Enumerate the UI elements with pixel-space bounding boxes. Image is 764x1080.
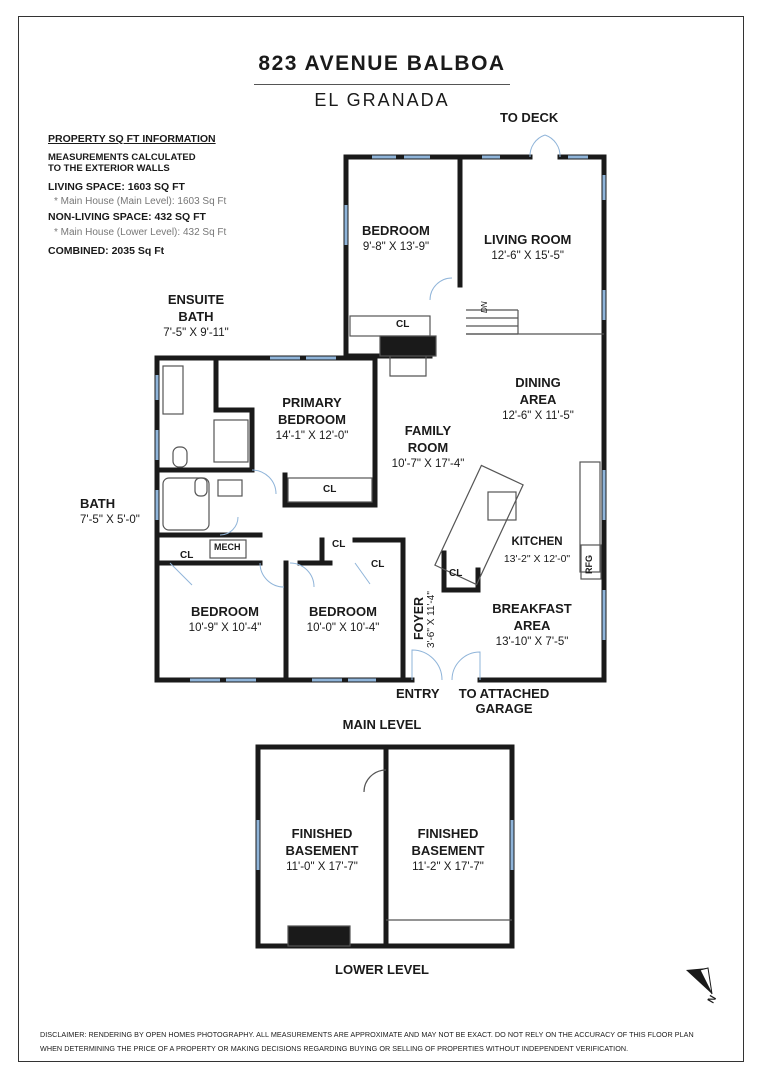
closet-label-mid: CL: [332, 539, 346, 550]
disclaimer-line1: DISCLAIMER: RENDERING BY OPEN HOMES PHOT…: [40, 1030, 694, 1039]
kitchen-island: [434, 464, 524, 586]
door-bed-top: [429, 277, 453, 301]
info-nonliving-space: NON-LIVING SPACE: 432 SQ FT: [48, 211, 206, 223]
page-border: [18, 16, 744, 1062]
door-bed-left: [259, 562, 285, 588]
to-deck-label: TO DECK: [500, 110, 559, 125]
door-cl-mid: [354, 562, 371, 585]
door-entry: [411, 649, 443, 681]
closet-top: [349, 315, 431, 337]
main-level-label: MAIN LEVEL: [342, 717, 422, 732]
door-deck-left: [529, 134, 546, 158]
property-address: 823 AVENUE BALBOA: [258, 52, 506, 75]
shower: [213, 419, 249, 463]
compass-arrow: [686, 967, 713, 995]
closet-label-left: CL: [180, 550, 194, 561]
closet-label-mid2: CL: [371, 559, 385, 570]
wall-primary-closet: [282, 472, 378, 508]
room-foyer-dims: 3'-6" X 11'-4": [426, 591, 437, 648]
door-deck-right: [544, 134, 561, 158]
door-bed-mid: [289, 562, 315, 588]
sink-bath: [217, 479, 243, 497]
door-primary: [251, 469, 277, 495]
vanity-ensuite: [162, 365, 184, 415]
wall-closet-mid2: [352, 537, 406, 683]
info-measure-line1: MEASUREMENTS CALCULATED: [48, 152, 196, 163]
stairs-down-label: DN: [480, 301, 489, 313]
bathtub: [162, 477, 210, 531]
info-measure-line2: TO THE EXTERIOR WALLS: [48, 163, 170, 174]
cooktop: [487, 491, 517, 521]
to-garage-label: TO ATTACHED GARAGE: [458, 686, 550, 716]
toilet-ensuite: [172, 446, 188, 468]
kitchen-counter: [579, 461, 601, 573]
wall-closet-kitchen: [441, 550, 481, 593]
info-combined: COMBINED: 2035 Sq Ft: [48, 245, 165, 257]
disclaimer: DISCLAIMER: RENDERING BY OPEN HOMES PHOT…: [40, 1028, 730, 1056]
entry-label: ENTRY: [396, 686, 440, 701]
info-nonliving-detail: * Main House (Lower Level): 432 Sq Ft: [54, 227, 227, 238]
stairs: [466, 309, 519, 335]
door-lower: [363, 769, 387, 793]
wall-ensuite-mid: [213, 407, 255, 473]
title-divider: [254, 84, 510, 85]
mech-room: [209, 539, 247, 559]
info-living-detail: * Main House (Main Level): 1603 Sq Ft: [54, 196, 227, 207]
closet-label-kitchen: CL: [449, 568, 463, 579]
closet-label-primary: CL: [323, 484, 337, 495]
toilet-bath: [194, 477, 208, 497]
door-bath: [219, 516, 239, 536]
lower-level-label: LOWER LEVEL: [335, 962, 429, 977]
fridge-label: RFG: [584, 555, 594, 574]
door-garage: [451, 651, 481, 681]
fridge: [580, 544, 602, 580]
property-city: EL GRANADA: [314, 90, 450, 110]
door-cl-left: [169, 562, 193, 586]
chimney-lower: [287, 925, 351, 947]
mech-label: MECH: [214, 542, 241, 552]
info-living-space: LIVING SPACE: 1603 SQ FT: [48, 181, 185, 193]
closet-primary: [287, 477, 373, 503]
info-heading: PROPERTY SQ FT INFORMATION: [48, 133, 216, 145]
fireplace: [379, 335, 437, 357]
closet-label-top: CL: [396, 319, 410, 330]
fireplace-box: [389, 356, 427, 377]
disclaimer-line2: WHEN DETERMINING THE PRICE OF A PROPERTY…: [40, 1044, 629, 1053]
